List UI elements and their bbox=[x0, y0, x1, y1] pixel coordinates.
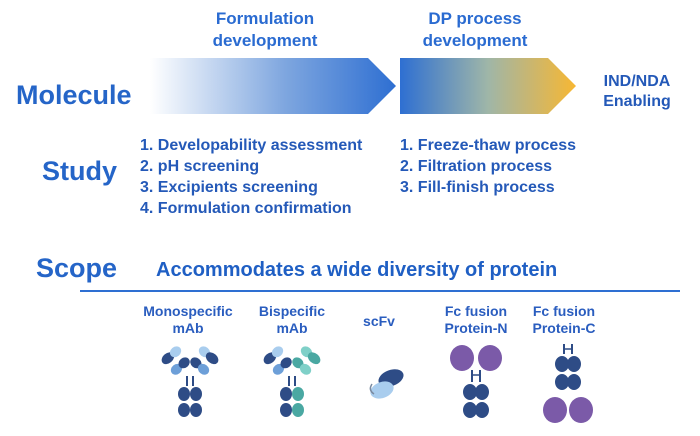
list-item: 1. Freeze-thaw process bbox=[400, 137, 577, 154]
list-item: 2. Filtration process bbox=[400, 158, 553, 175]
list-item: 3. Fill-finish process bbox=[400, 179, 555, 196]
formulation-study-list: 1. Developability assessment 2. pH scree… bbox=[140, 135, 362, 219]
section-scope: Scope bbox=[36, 253, 118, 283]
ind-nda-enabling-label: IND/NDA Enabling bbox=[603, 73, 671, 110]
protein-label-scfv: scFv bbox=[363, 313, 395, 329]
fc-fusion-c-icon bbox=[543, 344, 593, 423]
protein-label-monospecific: Monospecific mAb bbox=[143, 303, 233, 336]
phase-title-formulation: Formulation development bbox=[212, 9, 318, 50]
scfv-icon bbox=[369, 369, 404, 399]
bispecific-mab-icon bbox=[263, 346, 321, 417]
formulation-arrow bbox=[150, 58, 396, 114]
phase-title-dp-process: DP process development bbox=[422, 9, 528, 50]
section-molecule: Molecule bbox=[16, 80, 132, 110]
list-item: 1. Developability assessment bbox=[140, 137, 363, 154]
protein-label-fc-fusion-c: Fc fusion Protein-C bbox=[532, 303, 596, 336]
scope-divider bbox=[80, 290, 680, 292]
list-item: 3. Excipients screening bbox=[140, 179, 318, 196]
protein-label-bispecific: Bispecific mAb bbox=[258, 303, 326, 336]
process-arrows bbox=[150, 58, 576, 114]
list-item: 2. pH screening bbox=[140, 158, 260, 175]
list-item: 4. Formulation confirmation bbox=[140, 200, 352, 217]
process-study-list: 1. Freeze-thaw process 2. Filtration pro… bbox=[400, 135, 576, 198]
fc-fusion-n-icon bbox=[450, 345, 502, 418]
scope-subtitle: Accommodates a wide diversity of protein bbox=[156, 259, 558, 281]
section-study: Study bbox=[42, 156, 118, 186]
dp-process-arrow bbox=[400, 58, 576, 114]
protein-label-fc-fusion-n: Fc fusion Protein-N bbox=[444, 303, 508, 336]
monospecific-mab-icon bbox=[161, 346, 219, 417]
